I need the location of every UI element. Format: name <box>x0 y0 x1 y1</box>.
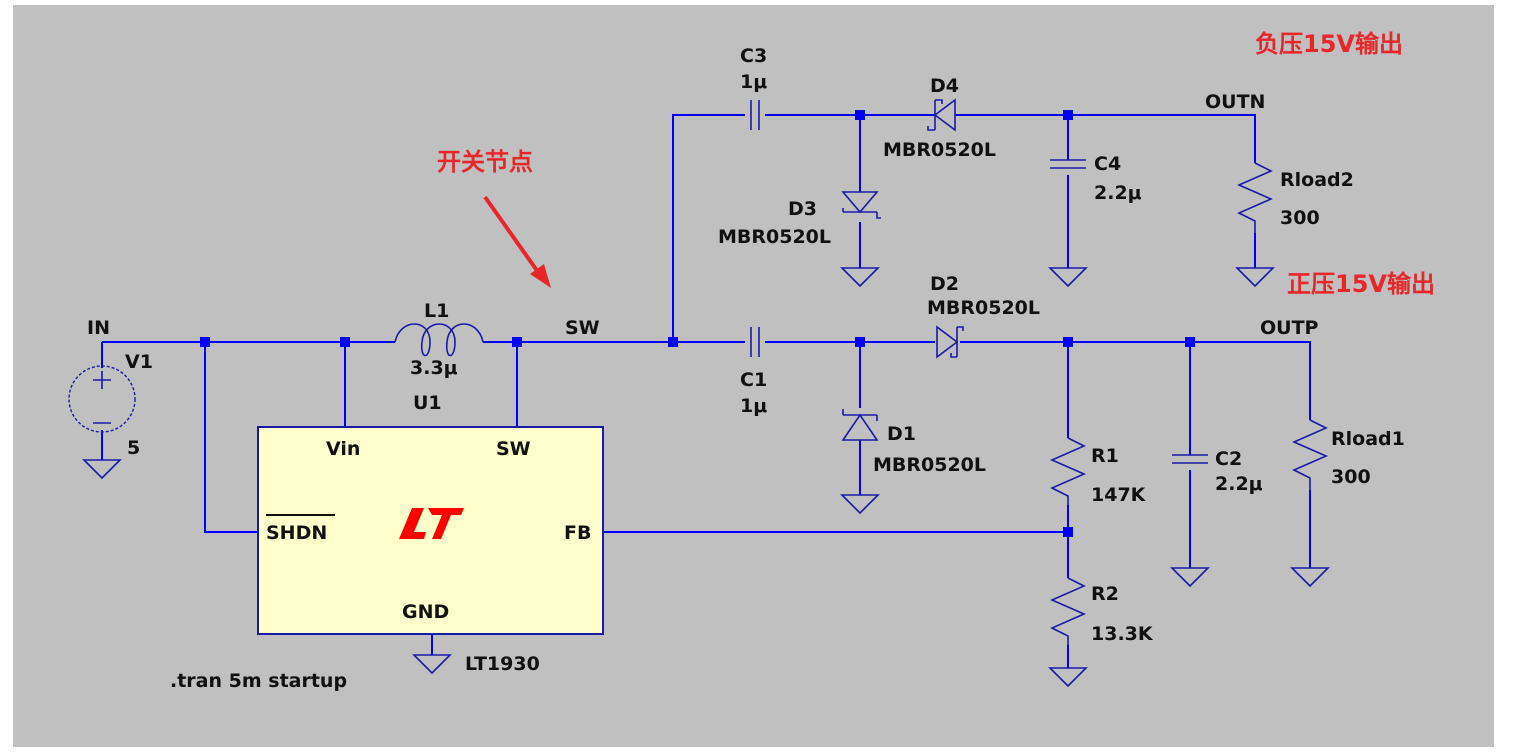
r2-ref: R2 <box>1091 583 1119 605</box>
resistor-r1[interactable] <box>1050 437 1086 505</box>
l1-value: 3.3μ <box>410 357 458 379</box>
net-label-outn: OUTN <box>1205 91 1265 113</box>
capacitor-c2[interactable] <box>1172 454 1208 464</box>
ground-icon <box>1048 667 1088 688</box>
wire-outn[interactable] <box>955 114 1256 268</box>
schematic-svg: IN V1 5 L1 3.3μ U1 SW Vin SW SHDN FB GND… <box>68 30 1435 692</box>
d4-ref: D4 <box>930 75 959 97</box>
u1-part: LT1930 <box>465 653 540 675</box>
inductor-l1[interactable] <box>394 323 484 357</box>
diode-d4[interactable] <box>927 98 956 132</box>
resistor-rload2[interactable] <box>1237 162 1273 233</box>
r2-value: 13.3K <box>1091 623 1154 645</box>
capacitor-c4[interactable] <box>1050 159 1086 169</box>
junction-dot <box>1063 527 1073 537</box>
rload2-value: 300 <box>1280 207 1320 229</box>
diode-d2[interactable] <box>936 325 964 359</box>
junctions <box>200 110 1195 537</box>
ground-icon <box>1290 567 1330 588</box>
annotation-negative-output: 负压15V输出 <box>1255 30 1403 58</box>
diode-d3[interactable] <box>841 191 881 219</box>
pin-vin: Vin <box>326 438 360 460</box>
diode-d1[interactable] <box>841 409 879 441</box>
pin-sw: SW <box>496 438 531 460</box>
capacitor-c1[interactable] <box>750 327 760 357</box>
rload2-ref: Rload2 <box>1280 169 1354 191</box>
r1-ref: R1 <box>1091 445 1119 467</box>
d1-value: MBR0520L <box>873 454 986 476</box>
d2-ref: D2 <box>930 273 959 295</box>
c2-value: 2.2μ <box>1215 473 1263 495</box>
ground-icon <box>840 494 880 515</box>
junction-dot <box>1063 337 1073 347</box>
junction-dot <box>200 337 210 347</box>
voltage-source-v1[interactable] <box>68 365 136 433</box>
c4-ref: C4 <box>1094 153 1121 175</box>
ground-symbols <box>82 267 1330 688</box>
c4-value: 2.2μ <box>1094 182 1142 204</box>
ic-u1-body[interactable] <box>257 426 604 635</box>
ground-icon <box>1170 567 1210 588</box>
d3-ref: D3 <box>788 198 817 220</box>
junction-dot <box>855 337 865 347</box>
d3-value: MBR0520L <box>718 226 831 248</box>
schematic-canvas[interactable]: IN V1 5 L1 3.3μ U1 SW Vin SW SHDN FB GND… <box>13 5 1494 747</box>
rload1-ref: Rload1 <box>1331 428 1405 450</box>
spice-directive[interactable]: .tran 5m startup <box>170 670 347 692</box>
junction-dot <box>1063 110 1073 120</box>
r1-value: 147K <box>1091 484 1147 506</box>
ground-icon <box>82 459 122 480</box>
c3-value: 1μ <box>740 71 767 93</box>
pin-shdn: SHDN <box>266 522 327 544</box>
c1-value: 1μ <box>740 395 767 417</box>
net-label-outp: OUTP <box>1260 317 1319 339</box>
v1-value: 5 <box>127 437 140 459</box>
c2-ref: C2 <box>1215 448 1242 470</box>
rload1-value: 300 <box>1331 466 1371 488</box>
junction-dot <box>1185 337 1195 347</box>
pin-fb: FB <box>564 522 591 544</box>
c3-ref: C3 <box>740 45 767 67</box>
arrow-icon <box>483 195 551 288</box>
u1-ref: U1 <box>413 392 442 414</box>
wire-fb[interactable] <box>603 505 1069 668</box>
ground-icon <box>840 267 880 288</box>
l1-ref: L1 <box>424 300 449 322</box>
pin-gnd: GND <box>402 601 449 623</box>
net-label-in: IN <box>87 317 110 339</box>
wire-outp[interactable] <box>960 341 1311 568</box>
ground-icon <box>1235 267 1275 288</box>
annotation-switch-node: 开关节点 <box>437 148 533 176</box>
d1-ref: D1 <box>887 423 916 445</box>
v1-ref: V1 <box>125 351 153 373</box>
d4-value: MBR0520L <box>883 139 996 161</box>
lt-logo-icon <box>399 508 464 539</box>
capacitor-c3[interactable] <box>750 100 760 130</box>
d2-value: MBR0520L <box>927 297 1040 319</box>
annotation-positive-output: 正压15V输出 <box>1287 270 1435 298</box>
ground-icon <box>1048 267 1088 288</box>
ground-icon <box>412 654 452 675</box>
c1-ref: C1 <box>740 369 767 391</box>
resistor-rload1[interactable] <box>1292 419 1328 490</box>
net-label-sw: SW <box>565 317 600 339</box>
junction-dot <box>668 337 678 347</box>
junction-dot <box>512 337 522 347</box>
wire-sw[interactable] <box>483 114 745 427</box>
resistor-r2[interactable] <box>1050 577 1086 645</box>
junction-dot <box>855 110 865 120</box>
junction-dot <box>340 337 350 347</box>
